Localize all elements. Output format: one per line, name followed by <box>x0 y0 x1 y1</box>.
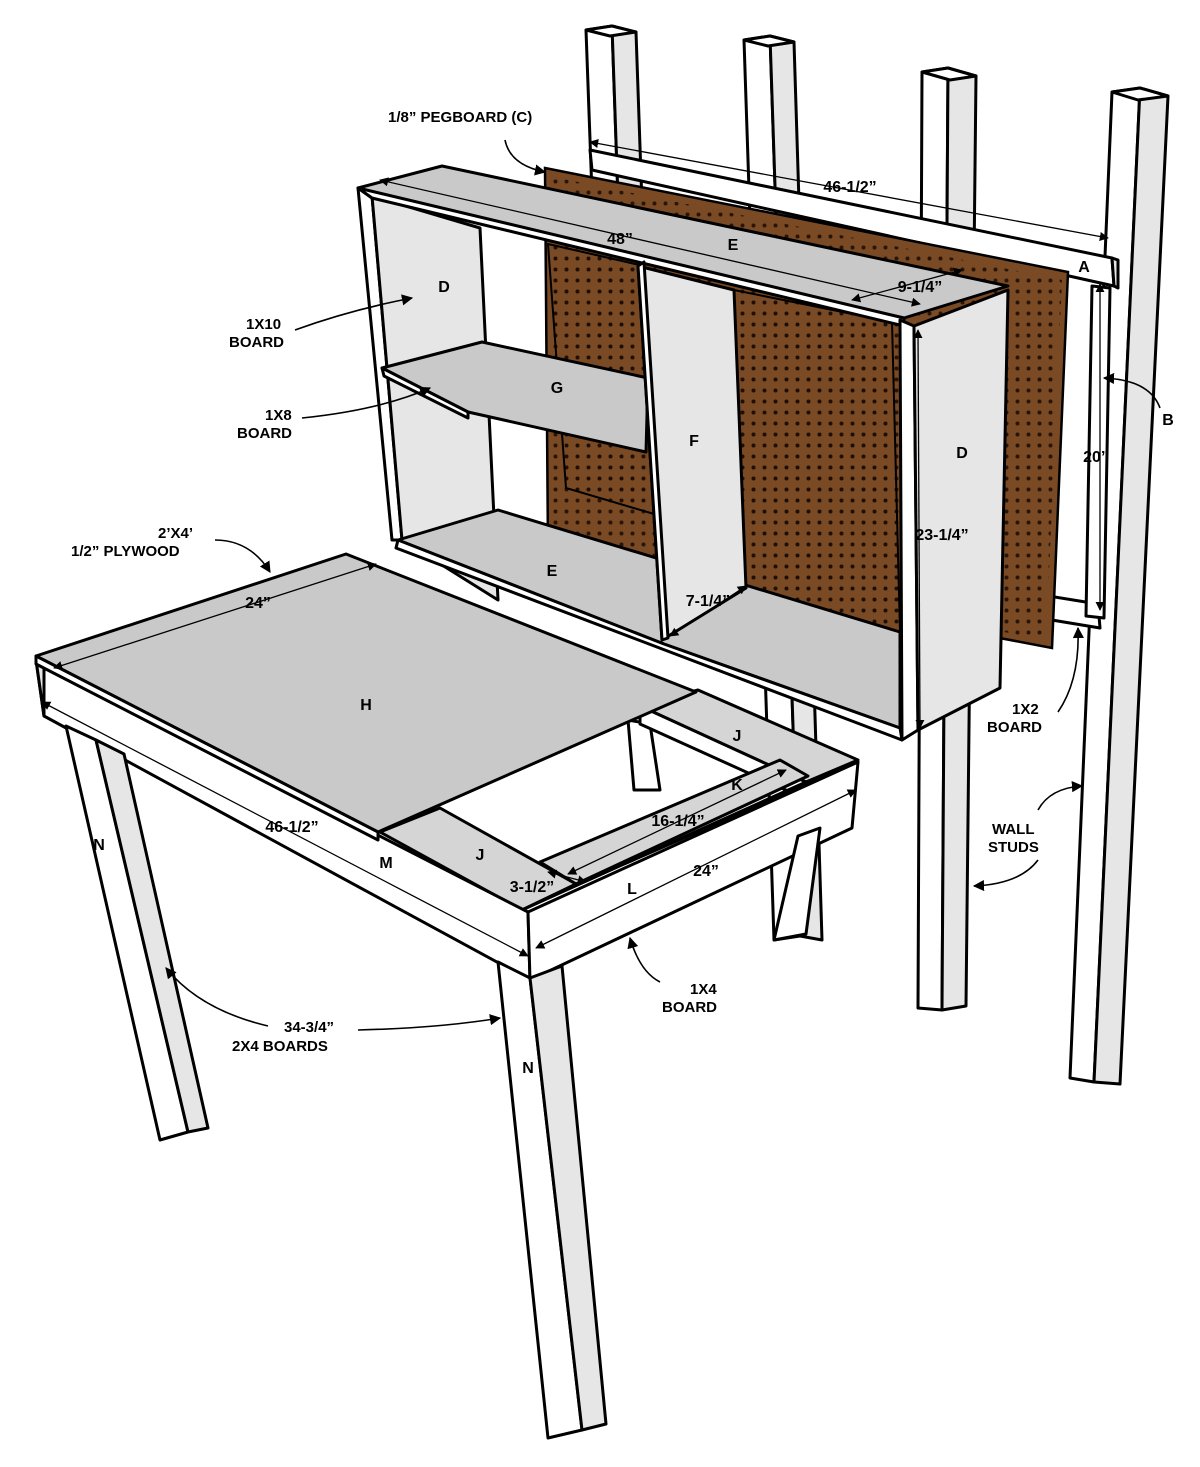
label-1x4-line1: 1X4 <box>690 981 717 998</box>
part-a: A <box>1078 259 1090 276</box>
label-1x8-line2: BOARD <box>237 425 292 442</box>
label-legs-line2: 2X4 BOARDS <box>232 1038 328 1055</box>
dim-cleat-length: 46-1/2” <box>823 179 876 196</box>
dim-shelf-depth: 9-1/4” <box>898 279 942 296</box>
label-wall-studs-line1: WALL <box>992 821 1035 838</box>
label-1x8-line1: 1X8 <box>265 407 292 424</box>
label-wall-studs-line2: STUDS <box>988 839 1039 856</box>
label-1x10-line2: BOARD <box>229 334 284 351</box>
label-pegboard: 1/8” PEGBOARD (C) <box>388 109 532 126</box>
dim-frame-offset: 3-1/2” <box>510 879 554 896</box>
part-j-front: J <box>476 847 485 864</box>
dim-frame-length: 46-1/2” <box>265 819 318 836</box>
part-f: F <box>689 433 699 450</box>
table-leg-front <box>496 960 608 1440</box>
dim-side-depth: 24” <box>693 863 719 880</box>
dim-crosspiece: 16-1/4” <box>651 813 704 830</box>
label-1x2-line2: BOARD <box>987 719 1042 736</box>
part-n-front: N <box>522 1060 534 1077</box>
part-j-back: J <box>733 728 742 745</box>
part-b: B <box>1162 412 1174 429</box>
part-k: K <box>731 777 743 794</box>
wall-stud-4 <box>1068 86 1170 1086</box>
part-d-right: D <box>956 445 968 462</box>
dim-shelf-height: 23-1/4” <box>915 527 968 544</box>
label-plywood-line2: 1/2” PLYWOOD <box>71 543 180 560</box>
part-l: L <box>627 881 637 898</box>
callout-labels: 1/8” PEGBOARD (C) 1X10 BOARD 1X8 BOARD 2… <box>71 109 1042 1055</box>
label-plywood-line1: 2’X4’ <box>158 525 193 542</box>
dim-shelf-width: 48” <box>607 231 633 248</box>
label-1x2-line1: 1X2 <box>1012 701 1039 718</box>
part-e-top: E <box>728 237 739 254</box>
part-h: H <box>360 697 372 714</box>
part-letters: A B D D E E F G H J J K L M N N <box>93 237 1174 1077</box>
dim-divider-depth: 7-1/4” <box>686 593 730 610</box>
leader-arrows <box>165 139 1161 1031</box>
dimension-lines <box>41 139 1109 957</box>
dim-cleat-height: 20” <box>1083 449 1109 466</box>
dimension-labels: 46-1/2” 48” 9-1/4” 20” 23-1/4” 7-1/4” 24… <box>245 179 1109 896</box>
label-1x4-line2: BOARD <box>662 999 717 1016</box>
part-d-left: D <box>438 279 450 296</box>
part-n-left: N <box>93 837 105 854</box>
dim-top-depth: 24” <box>245 595 271 612</box>
shelf-side-right-face <box>912 288 1010 732</box>
part-g: G <box>551 380 563 397</box>
part-m: M <box>379 855 392 872</box>
part-e-bottom: E <box>547 563 558 580</box>
label-1x10-line1: 1X10 <box>246 316 281 333</box>
label-legs-line1: 34-3/4” <box>284 1019 334 1036</box>
